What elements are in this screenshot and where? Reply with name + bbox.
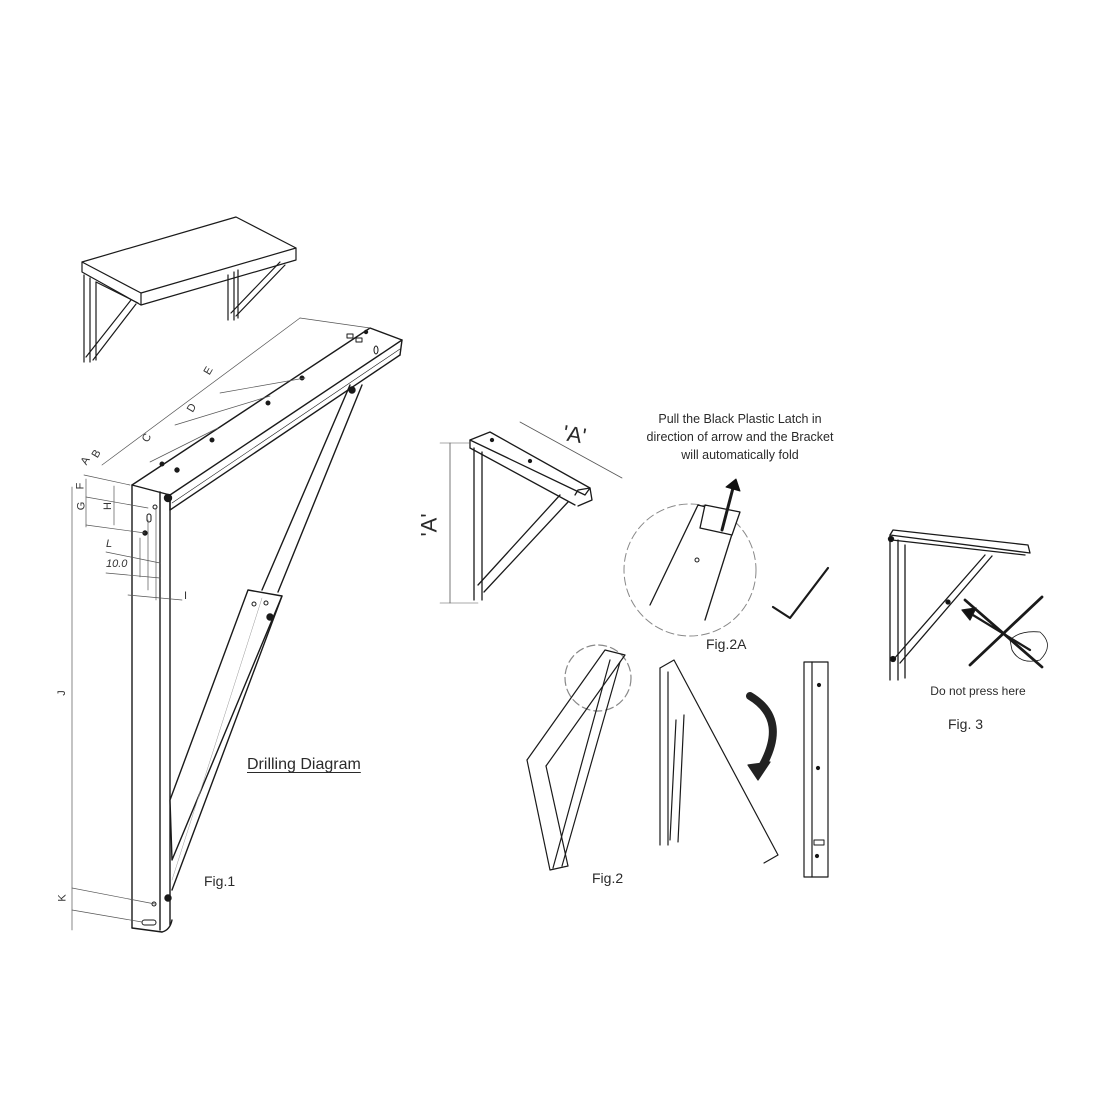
fig1-bracket [131, 327, 403, 933]
dim-label-i: I [184, 590, 188, 602]
dim-label-f: F [74, 482, 87, 490]
fig1-caption: Fig.1 [204, 873, 236, 889]
size-label-vertical: 'A' [416, 513, 442, 537]
fig2-folding-sequence [526, 644, 829, 878]
size-label-horizontal: 'A' [561, 420, 589, 449]
fig3-caption: Fig. 3 [948, 716, 984, 732]
shelf-illustration [81, 216, 297, 363]
fig2a-latch-detail [623, 478, 830, 637]
press-warning: Do not press here [930, 684, 1026, 698]
dim-label-offset: 10.0 [106, 558, 128, 570]
dim-label-j: J [55, 690, 68, 696]
fig3-bracket [887, 529, 1048, 681]
dim-label-l: L [106, 538, 113, 550]
drilling-diagram-title: Drilling Diagram [247, 756, 361, 773]
dim-label-k: K [56, 894, 69, 902]
size-bracket [439, 421, 623, 604]
fig2-caption: Fig.2 [592, 870, 624, 886]
dim-label-h: H [101, 502, 114, 510]
dim-label-g: G [75, 501, 88, 511]
latch-instruction: Pull the Black Plastic Latch in directio… [646, 412, 834, 462]
fig1-dimension-lines [71, 317, 371, 931]
fig2a-caption: Fig.2A [706, 636, 747, 652]
